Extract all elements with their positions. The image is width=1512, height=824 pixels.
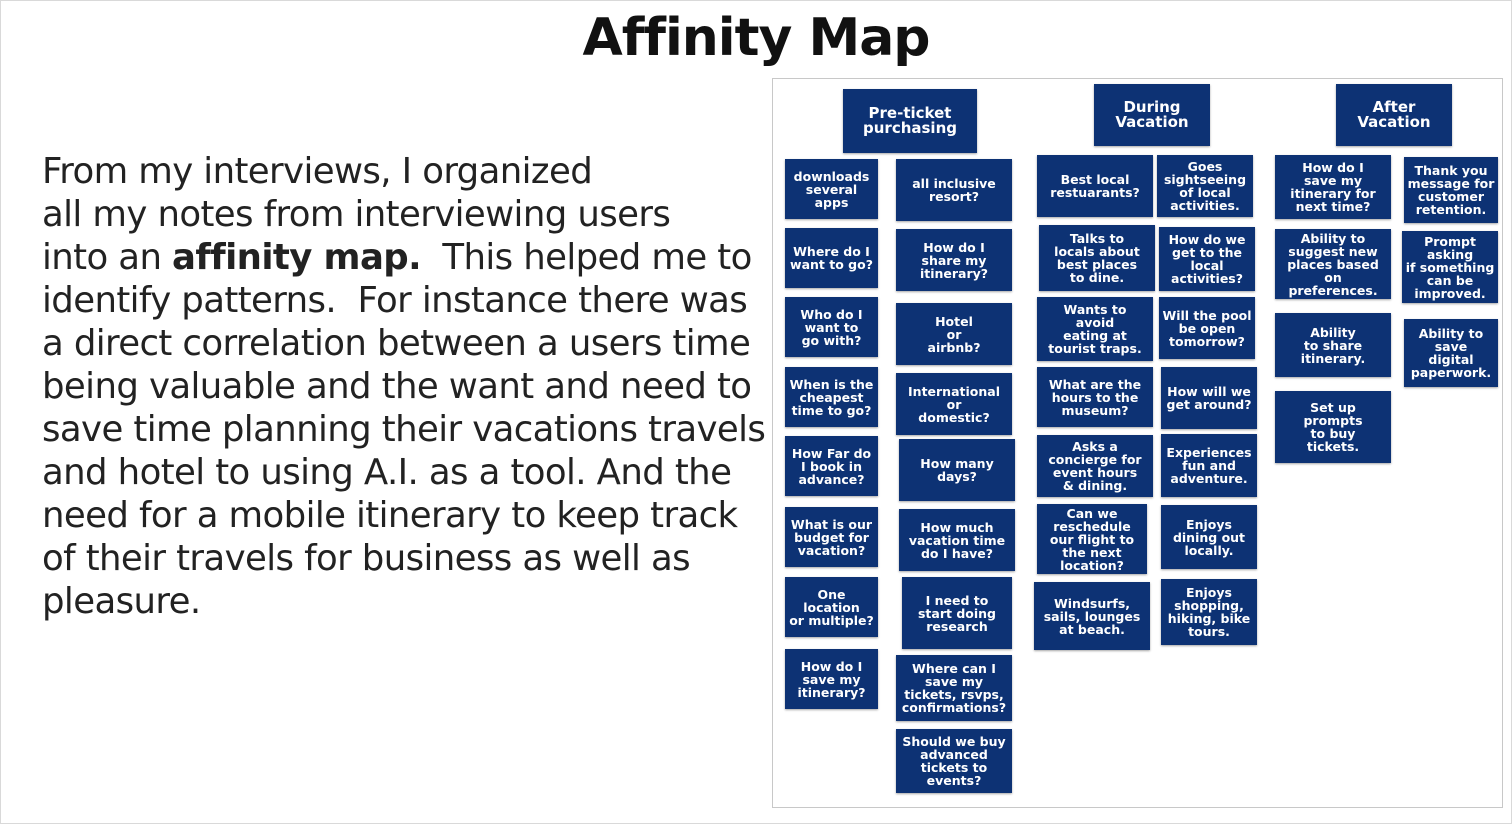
- sticky-note: How much vacation time do I have?: [899, 509, 1015, 571]
- sticky-note: Where do I want to go?: [785, 228, 878, 288]
- paragraph-line: all my notes from interviewing users: [42, 194, 671, 235]
- sticky-note: What is our budget for vacation?: [785, 507, 878, 567]
- sticky-note: Set up prompts to buy tickets.: [1275, 391, 1391, 463]
- sticky-note: One location or multiple?: [785, 577, 878, 637]
- paragraph-line: pleasure.: [42, 581, 201, 622]
- sticky-note: How do I save my itinerary for next time…: [1275, 155, 1391, 219]
- sticky-note: Best local restuarants?: [1037, 155, 1153, 217]
- sticky-note: How Far do I book in advance?: [785, 436, 878, 496]
- sticky-note: Wants to avoid eating at tourist traps.: [1037, 297, 1153, 361]
- sticky-note: Ability to share itinerary.: [1275, 313, 1391, 377]
- sticky-note: Thank you message for customer retention…: [1404, 157, 1498, 223]
- sticky-note: Ability to save digital paperwork.: [1404, 319, 1498, 387]
- paragraph-text: This helped me to: [421, 237, 752, 278]
- sticky-note: Talks to locals about best places to din…: [1039, 225, 1155, 291]
- page-title: Affinity Map: [582, 8, 930, 68]
- paragraph-line: into an affinity map. This helped me to: [42, 236, 752, 279]
- paragraph-line: of their travels for business as well as: [42, 538, 691, 579]
- sticky-note: How do I share my itinerary?: [896, 229, 1012, 291]
- sticky-note: Enjoys dining out locally.: [1161, 505, 1257, 569]
- paragraph-line: need for a mobile itinerary to keep trac…: [42, 495, 738, 536]
- sticky-note: all inclusive resort?: [896, 159, 1012, 221]
- sticky-note: Where can I save my tickets, rsvps, conf…: [896, 655, 1012, 721]
- paragraph-line: identify patterns. For instance there wa…: [42, 280, 748, 321]
- sticky-note: Windsurfs, sails, lounges at beach.: [1034, 582, 1150, 650]
- sticky-note: What are the hours to the museum?: [1037, 367, 1153, 427]
- affinity-board: Pre-ticket purchasing During Vacation Af…: [772, 78, 1503, 808]
- paragraph-line: From my interviews, I organized: [42, 151, 593, 192]
- sticky-note: Who do I want to go with?: [785, 297, 878, 357]
- sticky-note: Enjoys shopping, hiking, bike tours.: [1161, 579, 1257, 645]
- sticky-note: How do we get to the local activities?: [1159, 227, 1255, 291]
- category-header: Pre-ticket purchasing: [843, 89, 977, 153]
- sticky-note: How many days?: [899, 439, 1015, 501]
- paragraph-line: save time planning their vacations trave…: [42, 409, 766, 450]
- sticky-note: Asks a concierge for event hours & dinin…: [1037, 435, 1153, 497]
- sticky-note: Hotel or airbnb?: [896, 303, 1012, 365]
- sticky-note: Ability to suggest new places based on p…: [1275, 229, 1391, 299]
- paragraph-text: into an: [42, 237, 173, 278]
- paragraph-line: being valuable and the want and need to: [42, 366, 752, 407]
- sticky-note: How do I save my itinerary?: [785, 649, 878, 709]
- sticky-note: How will we get around?: [1161, 367, 1257, 429]
- category-header: After Vacation: [1336, 84, 1452, 146]
- description-paragraph: From my interviews, I organized all my n…: [42, 150, 766, 623]
- sticky-note: Goes sightseeing of local activities.: [1157, 155, 1253, 217]
- sticky-note: Will the pool be open tomorrow?: [1159, 297, 1255, 359]
- sticky-note: Prompt asking if something can be improv…: [1402, 231, 1498, 303]
- paragraph-bold-text: affinity map.: [172, 237, 422, 278]
- sticky-note: downloads several apps: [785, 159, 878, 219]
- paragraph-line: a direct correlation between a users tim…: [42, 323, 751, 364]
- sticky-note: Should we buy advanced tickets to events…: [896, 729, 1012, 793]
- category-header: During Vacation: [1094, 84, 1210, 146]
- sticky-note: Can we reschedule our flight to the next…: [1037, 504, 1147, 574]
- sticky-note: When is the cheapest time to go?: [785, 367, 878, 427]
- sticky-note: Experiences fun and adventure.: [1161, 434, 1257, 497]
- sticky-note: I need to start doing research: [902, 577, 1012, 649]
- paragraph-line: and hotel to using A.I. as a tool. And t…: [42, 452, 732, 493]
- sticky-note: International or domestic?: [896, 373, 1012, 435]
